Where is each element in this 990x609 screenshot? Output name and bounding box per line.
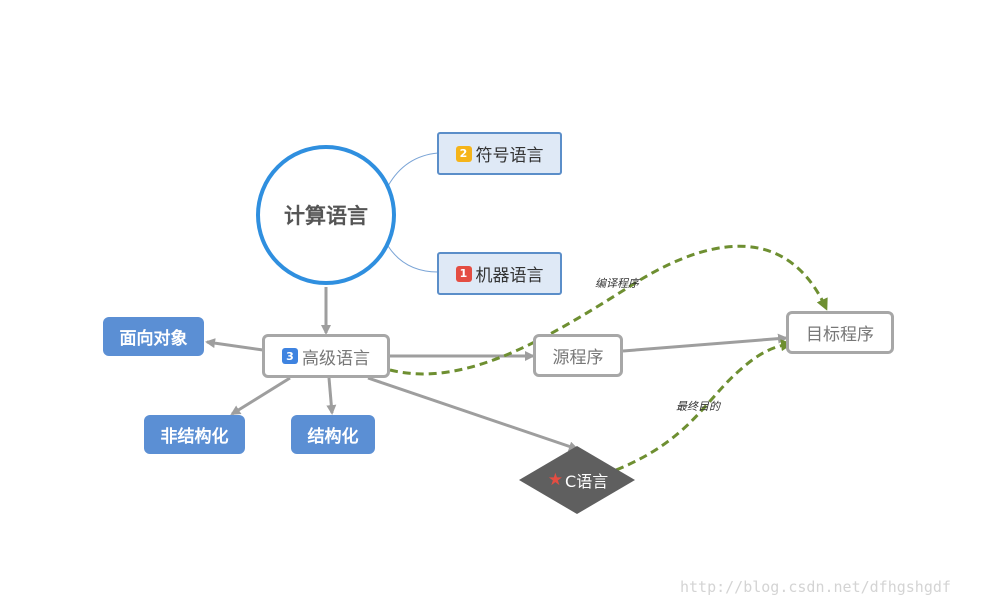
node-symbol-language-label: 符号语言 [475, 146, 544, 166]
dashed-goal-curve [615, 339, 793, 472]
node-symbol-language[interactable]: 2 符号语言 [437, 132, 562, 175]
node-non-structured[interactable]: 非结构化 [144, 415, 245, 454]
connector-symbol-lang [387, 152, 439, 187]
node-target-program[interactable]: 目标程序 [786, 311, 894, 354]
node-computing-language[interactable]: 计算语言 [256, 145, 396, 285]
star-icon: ★ [547, 470, 564, 490]
node-object-oriented[interactable]: 面向对象 [103, 317, 204, 356]
priority-2-icon: 2 [455, 145, 472, 162]
arrow-high-to-oo [205, 338, 264, 352]
node-object-oriented-label: 面向对象 [119, 329, 188, 349]
arrow-high-to-c [367, 376, 579, 452]
c-lang-diamond [519, 446, 635, 514]
node-machine-language[interactable]: 1 机器语言 [437, 252, 562, 295]
node-source-program-label: 源程序 [552, 348, 604, 368]
connector-machine-lang [387, 245, 439, 273]
arrow-source-to-target [622, 333, 788, 353]
edge-label-goal: 最终目的 [676, 400, 722, 413]
node-machine-language-label: 机器语言 [475, 266, 544, 286]
arrow-high-to-structured [326, 377, 337, 415]
dashed-compile-curve [389, 244, 828, 376]
node-c-language-label: C语言 [565, 472, 609, 491]
node-source-program[interactable]: 源程序 [533, 334, 623, 377]
node-computing-language-label: 计算语言 [284, 203, 368, 228]
node-structured-label: 结构化 [307, 427, 359, 447]
node-high-level-language[interactable]: 3 高级语言 [262, 334, 390, 378]
node-c-language[interactable]: ★ C语言 [540, 466, 616, 494]
arrow-high-to-nonstructured [230, 376, 291, 416]
node-high-level-language-label: 高级语言 [302, 348, 370, 369]
node-target-program-label: 目标程序 [806, 325, 874, 345]
node-structured[interactable]: 结构化 [291, 415, 375, 454]
priority-3-icon: 3 [282, 348, 298, 364]
node-non-structured-label: 非结构化 [160, 427, 229, 447]
watermark: http://blog.csdn.net/dfhgshgdf [680, 578, 951, 596]
edge-label-compile: 编译程序 [595, 277, 641, 290]
priority-1-icon: 1 [455, 265, 472, 282]
